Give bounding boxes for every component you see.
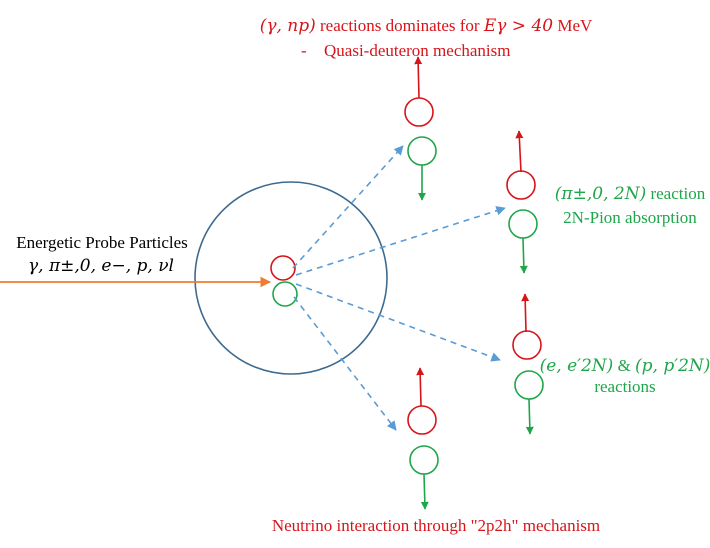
dashed-arrow-top bbox=[292, 145, 404, 269]
neutron-arrow bbox=[420, 473, 429, 510]
pair-right-lower bbox=[512, 293, 544, 435]
neutron-arrow bbox=[525, 398, 534, 435]
dashed-arrow-right-lower bbox=[295, 283, 501, 362]
proton-arrow bbox=[414, 56, 423, 99]
label-right-upper-line2: 2N-Pion absorption bbox=[563, 208, 697, 227]
proton-arrow bbox=[515, 130, 524, 173]
label-top-line1: (γ, np) reactions dominates for Eγ > 40 … bbox=[260, 16, 593, 36]
label-right-upper-text: reaction bbox=[646, 184, 705, 203]
probe-particles: γ, π±,0, e−, p, νl bbox=[28, 256, 174, 276]
dashed-arrow-bottom bbox=[293, 296, 397, 431]
label-right-lower-line1: (e, e′2N) & (p, p′2N) bbox=[540, 356, 710, 376]
proton bbox=[512, 330, 542, 360]
label-right-upper-line1: (π±,0, 2N) reaction bbox=[555, 184, 706, 204]
proton-arrow bbox=[416, 367, 425, 407]
label-top-line2: Quasi-deuteron mechanism bbox=[324, 41, 510, 60]
proton bbox=[407, 405, 437, 435]
label-right-lower-reaction-a: (e, e′2N) bbox=[540, 356, 614, 376]
label-right-lower-amp: & bbox=[613, 356, 635, 375]
label-bottom: Neutrino interaction through "2p2h" mech… bbox=[272, 516, 600, 535]
proton bbox=[404, 97, 434, 127]
proton bbox=[506, 170, 536, 200]
probe-title: Energetic Probe Particles bbox=[16, 233, 188, 252]
neutron bbox=[407, 136, 437, 166]
label-right-lower-reaction-b: (p, p′2N) bbox=[635, 356, 710, 376]
neutron-arrow bbox=[519, 237, 528, 274]
neutron bbox=[409, 445, 439, 475]
label-top-energy: Eγ > 40 bbox=[483, 16, 553, 36]
label-top-reaction: (γ, np) bbox=[260, 16, 316, 36]
label-top-unit: MeV bbox=[553, 16, 593, 35]
pair-right-upper bbox=[506, 130, 538, 274]
label-right-upper-reaction: (π±,0, 2N) bbox=[555, 184, 646, 204]
nucleus-circle bbox=[194, 181, 388, 375]
central-neutron bbox=[272, 281, 298, 307]
label-top-dash: - bbox=[301, 41, 307, 60]
label-top-text: reactions dominates for bbox=[316, 16, 484, 35]
dashed-arrow-right-upper bbox=[295, 206, 506, 276]
neutron bbox=[508, 209, 538, 239]
pair-bottom bbox=[407, 367, 439, 510]
central-proton bbox=[270, 255, 296, 281]
label-right-lower-line2: reactions bbox=[594, 377, 655, 396]
pair-top bbox=[404, 56, 437, 201]
proton-arrow bbox=[521, 293, 530, 333]
